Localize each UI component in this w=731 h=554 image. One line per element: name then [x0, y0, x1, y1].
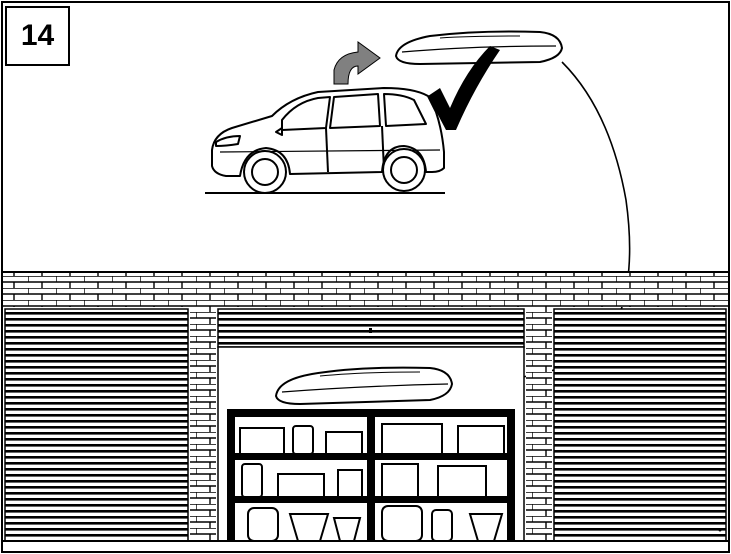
step-number-badge: 14 — [5, 6, 70, 66]
curved-arrow-icon — [334, 42, 380, 84]
step-number: 14 — [21, 19, 54, 53]
right-shutter — [554, 309, 726, 541]
car-illustration — [212, 88, 444, 193]
left-shutter — [5, 309, 188, 541]
